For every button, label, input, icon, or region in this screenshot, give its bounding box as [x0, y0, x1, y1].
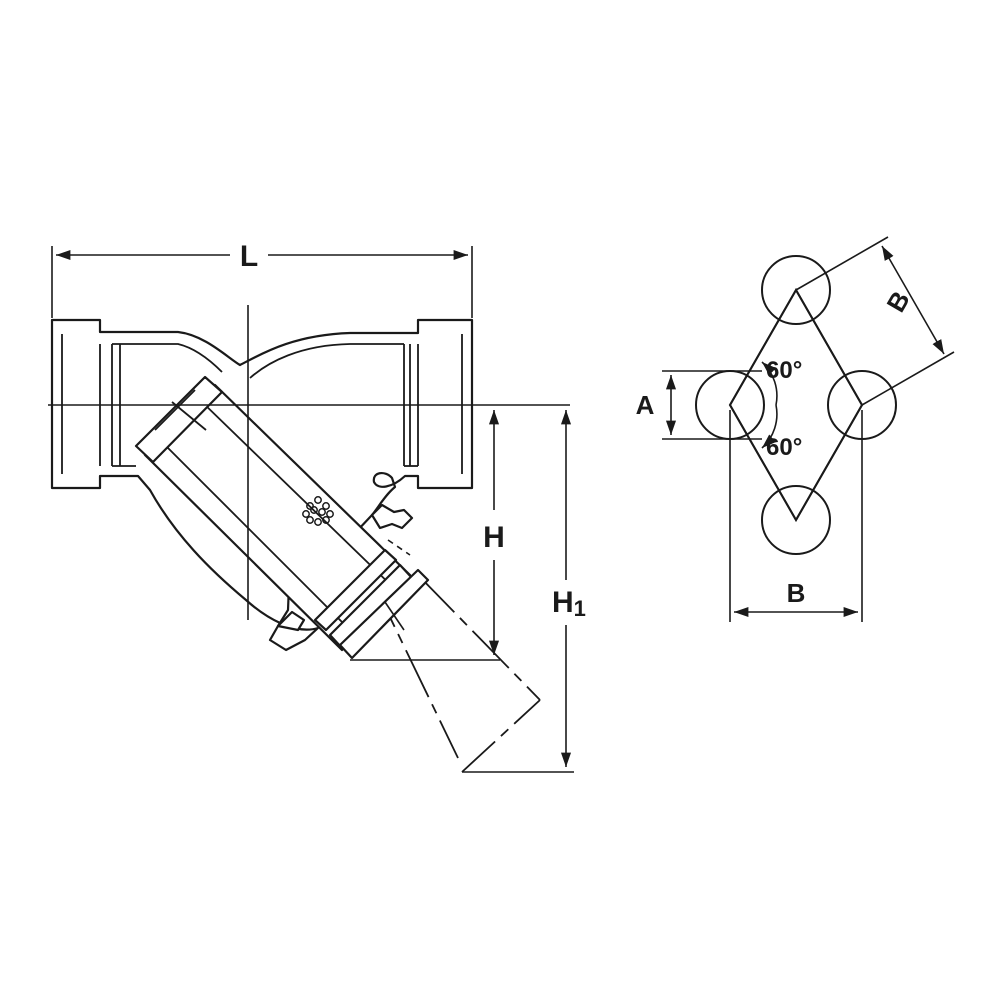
dimension-a-label: A [636, 390, 655, 420]
dimension-h1 [462, 410, 574, 773]
dimension-h1-main: H [552, 586, 574, 619]
bolt-hole-bottom [761, 485, 831, 555]
dimension-l [51, 246, 473, 318]
dimension-b-horizontal-label: B [787, 578, 806, 608]
bolt-hole-top [761, 255, 831, 325]
screen-housing [134, 375, 430, 660]
dimension-a [662, 370, 762, 440]
dimension-h1-label: H1 [552, 586, 586, 621]
dimension-b-diagonal-label: B [881, 286, 916, 317]
angle-upper-label: 60° [766, 357, 802, 384]
dimension-b-horizontal [729, 410, 863, 622]
angle-lower-label: 60° [766, 434, 802, 461]
screen-perforation-icon [302, 496, 334, 526]
centerlines [48, 305, 570, 620]
drain-plug [370, 503, 414, 530]
dimension-b-diagonal [795, 236, 955, 406]
screen-cap-lug [276, 610, 306, 632]
dimension-h-label: H [483, 521, 505, 554]
strainer-side-view [50, 318, 541, 773]
dimension-h [350, 410, 500, 661]
angle-arc [761, 361, 778, 449]
bolt-pattern-view [695, 255, 897, 555]
dimension-h1-sub: 1 [574, 596, 586, 621]
dimension-l-label: L [240, 240, 258, 273]
